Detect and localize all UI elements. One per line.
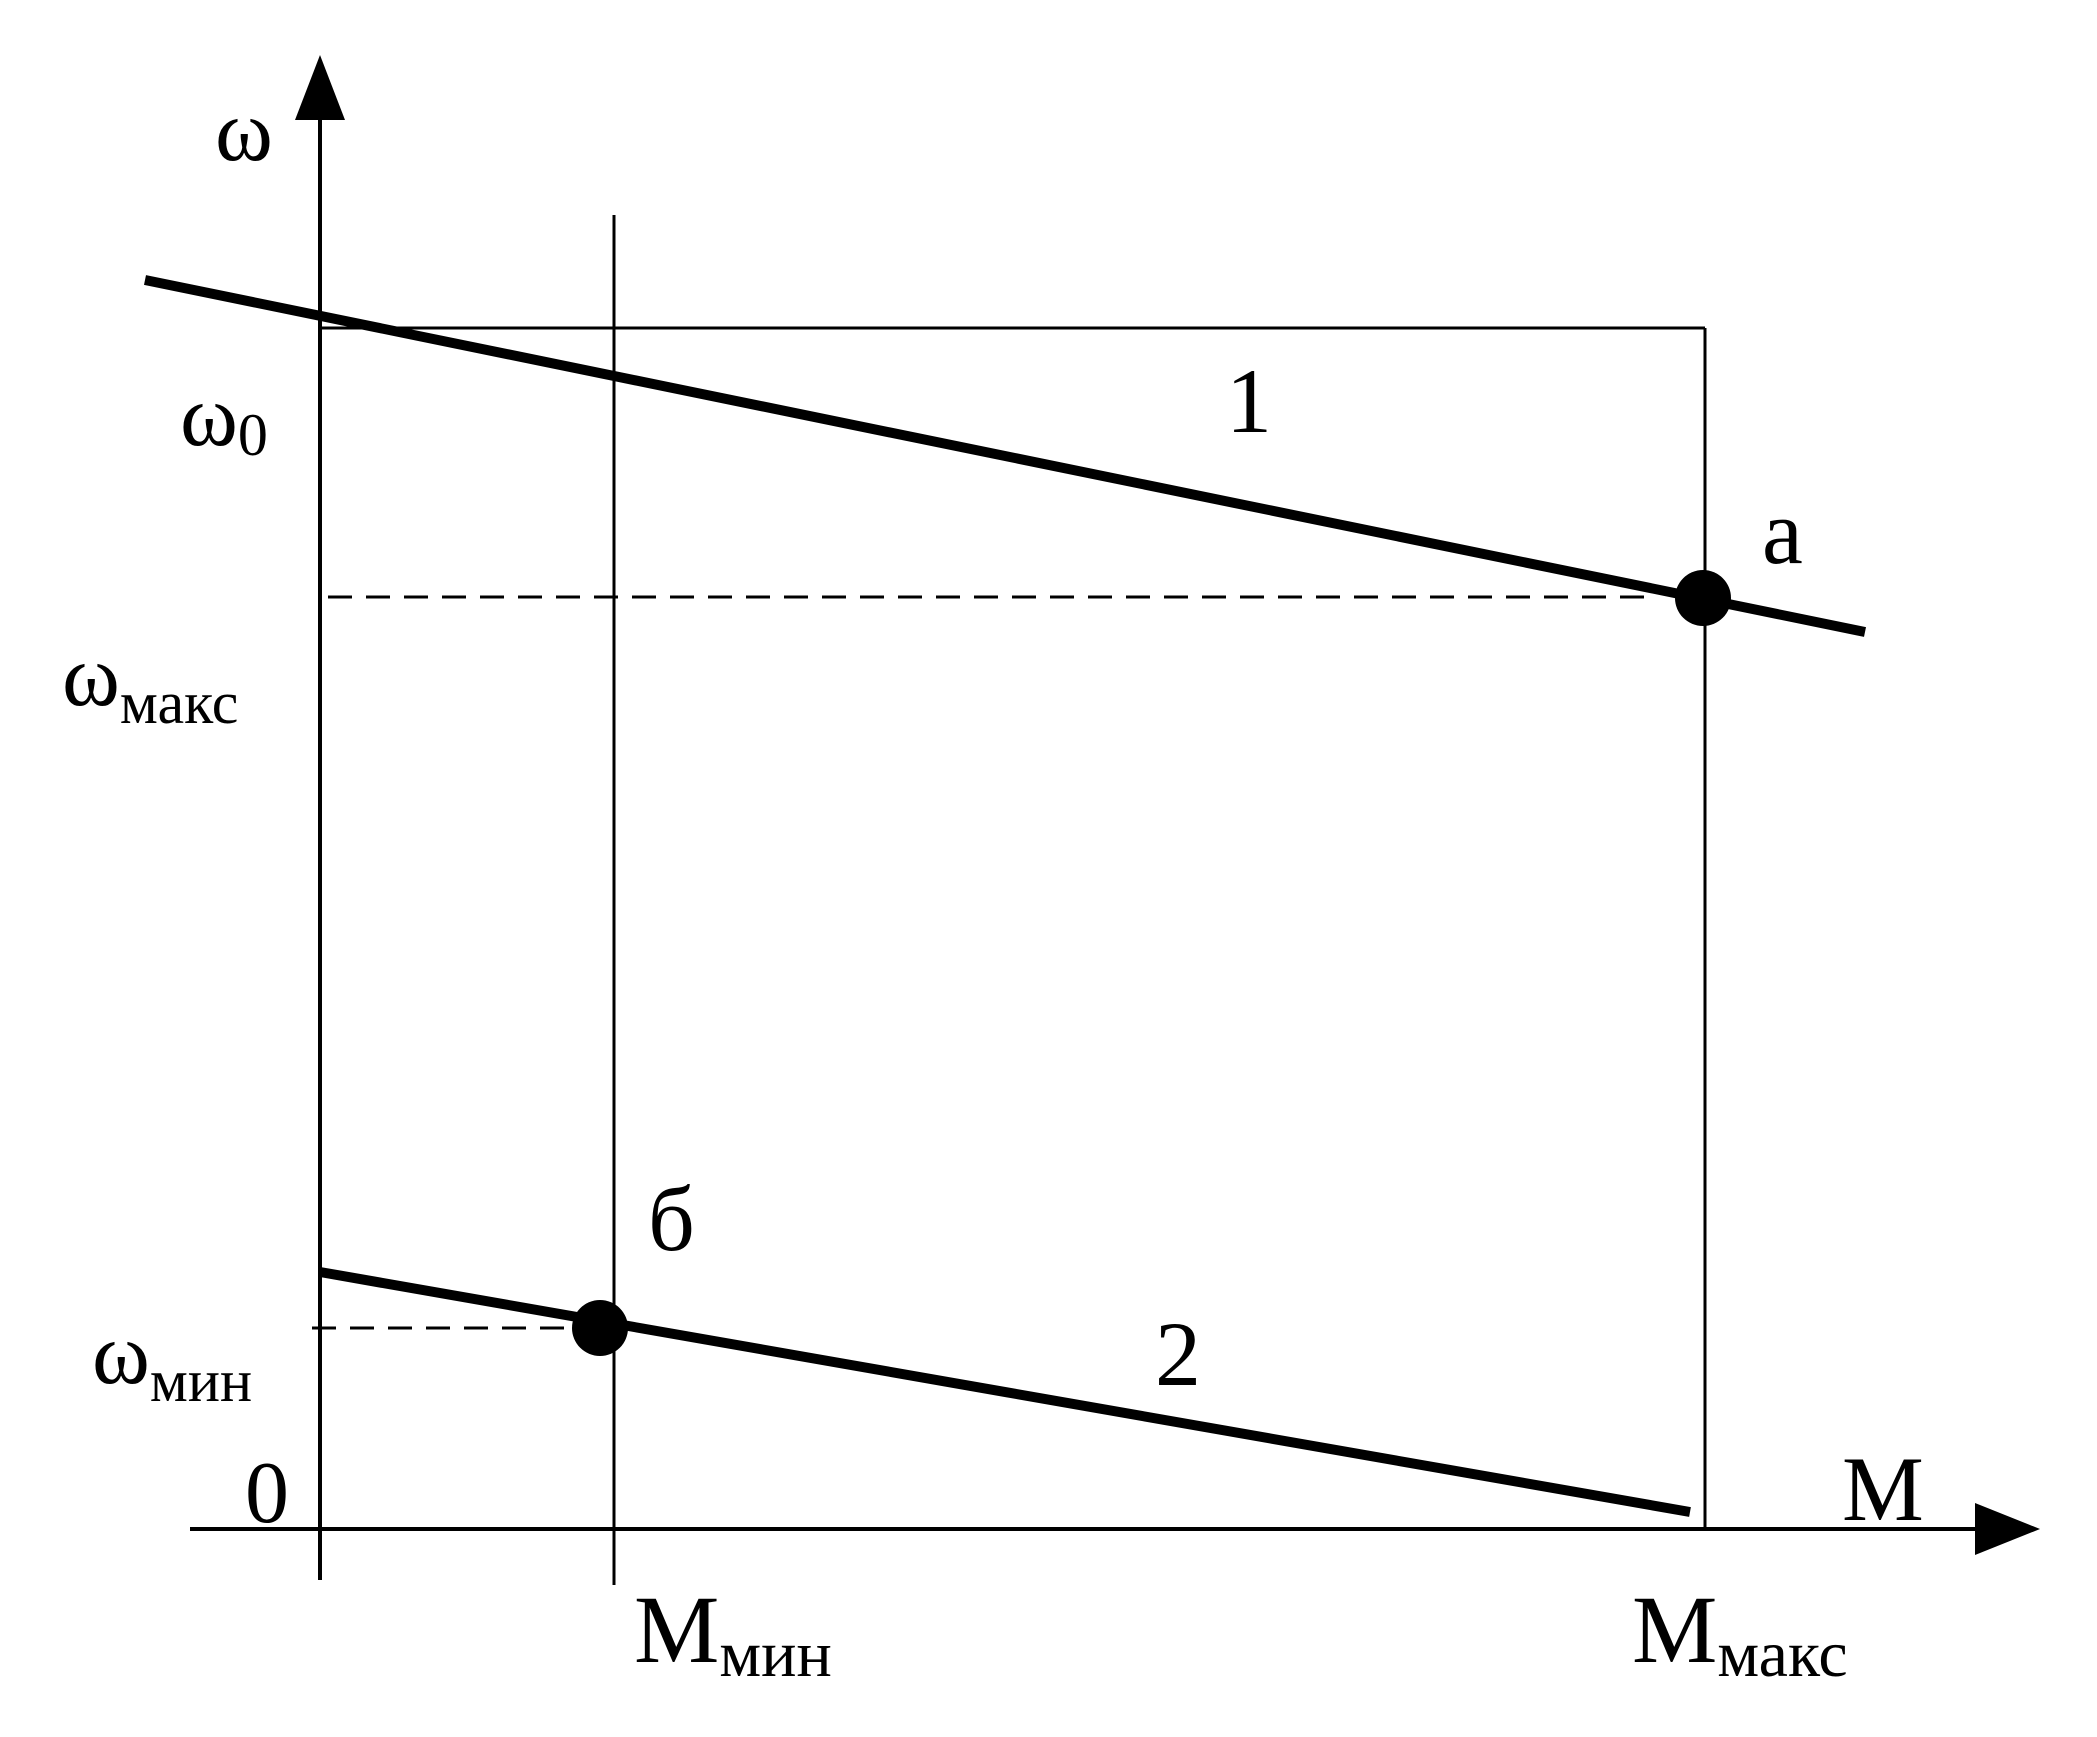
y-axis-arrow xyxy=(295,55,345,120)
m-min-label: Mмин xyxy=(634,1576,832,1691)
m-min-label-base: M xyxy=(634,1576,719,1683)
line-1-label: 1 xyxy=(1226,350,1272,452)
x-axis-arrow xyxy=(1975,1503,2040,1555)
omega-min-label-sub: мин xyxy=(150,1348,252,1414)
characteristic-line-2 xyxy=(319,1267,1691,1517)
m-min-label-sub: мин xyxy=(719,1618,831,1691)
omega0-label-base: ω xyxy=(180,368,238,465)
omega-min-label: ωмин xyxy=(92,1306,252,1414)
line-2-label: 2 xyxy=(1155,1303,1201,1405)
omega-max-label-base: ω xyxy=(62,628,120,725)
omega0-label-sub: 0 xyxy=(238,402,268,468)
m-max-label-sub: макс xyxy=(1717,1618,1847,1691)
point-b-label: б xyxy=(648,1168,695,1270)
omega-min-label-base: ω xyxy=(92,1306,150,1403)
point-a-label: а xyxy=(1762,481,1803,583)
omega0-label: ω0 xyxy=(180,368,268,468)
point-b-marker xyxy=(572,1300,628,1356)
y-axis-label: ω xyxy=(215,83,273,180)
omega-max-label: ωмакс xyxy=(62,628,238,736)
x-axis-label: M xyxy=(1842,1438,1924,1540)
omega-max-label-sub: макс xyxy=(120,670,238,736)
origin-label: 0 xyxy=(245,1445,289,1542)
m-max-label: Mмакс xyxy=(1632,1576,1848,1691)
point-a-marker xyxy=(1675,570,1731,626)
characteristic-line-1 xyxy=(143,275,1867,637)
m-max-label-base: M xyxy=(1632,1576,1717,1683)
